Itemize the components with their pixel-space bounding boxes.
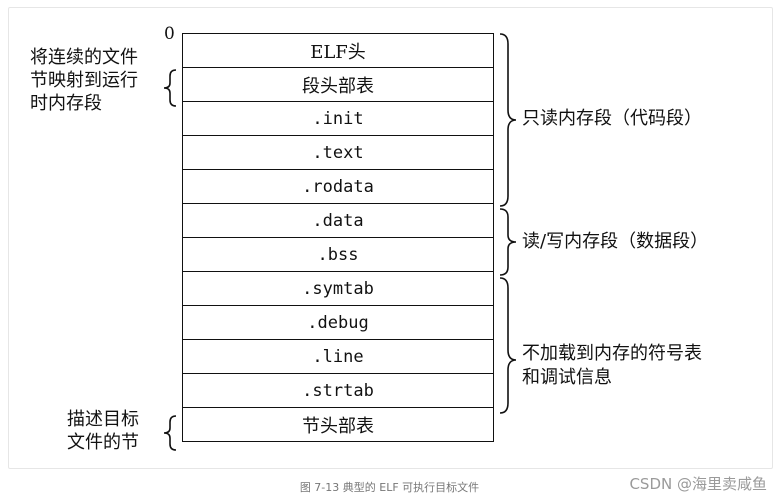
annotation-line: 节映射到运行 bbox=[30, 70, 138, 91]
section-line: .line bbox=[183, 340, 493, 374]
annotation-line: 和调试信息 bbox=[522, 367, 612, 388]
annotation-line: 时内存段 bbox=[30, 93, 102, 114]
right-brace-readonly bbox=[499, 33, 517, 207]
section-label: .strtab bbox=[302, 380, 374, 401]
section-label: 节头部表 bbox=[302, 415, 374, 437]
section-label: .data bbox=[312, 210, 364, 231]
section-strtab: .strtab bbox=[183, 374, 493, 408]
figure-caption: 图 7-13 典型的 ELF 可执行目标文件 bbox=[299, 481, 480, 494]
section-elf-header: ELF头 bbox=[183, 34, 493, 68]
csdn-watermark: CSDN @海里卖咸鱼 bbox=[629, 475, 767, 493]
section-debug: .debug bbox=[183, 306, 493, 340]
section-label: .bss bbox=[317, 244, 359, 265]
annotation-line: 文件的节 bbox=[67, 432, 139, 453]
section-program-header-table: 段头部表 bbox=[183, 68, 493, 102]
annotation-readwrite-segment: 读/写内存段（数据段） bbox=[522, 231, 709, 252]
left-brace-section-header bbox=[163, 415, 177, 451]
annotation-describe-sections: 描述目标 文件的节 bbox=[67, 408, 139, 454]
section-symtab: .symtab bbox=[183, 272, 493, 306]
section-data: .data bbox=[183, 204, 493, 238]
section-rodata: .rodata bbox=[183, 170, 493, 204]
section-init: .init bbox=[183, 102, 493, 136]
section-label: .text bbox=[312, 142, 364, 163]
section-label: ELF头 bbox=[310, 41, 366, 63]
section-label: .rodata bbox=[302, 176, 374, 197]
left-brace-program-header bbox=[163, 69, 177, 107]
annotation-mapped-segments: 将连续的文件 节映射到运行 时内存段 bbox=[30, 46, 138, 115]
section-label: 段头部表 bbox=[302, 75, 374, 97]
section-section-header-table: 节头部表 bbox=[183, 408, 493, 441]
offset-zero-label: 0 bbox=[164, 24, 175, 44]
elf-layout-table: ELF头 段头部表 .init .text .rodata .data .bss… bbox=[182, 33, 494, 442]
section-bss: .bss bbox=[183, 238, 493, 272]
annotation-line: 描述目标 bbox=[67, 409, 139, 430]
annotation-line: 不加载到内存的符号表 bbox=[522, 343, 702, 364]
section-text: .text bbox=[183, 136, 493, 170]
right-brace-readwrite bbox=[499, 208, 517, 276]
section-label: .symtab bbox=[302, 278, 374, 299]
section-label: .line bbox=[312, 346, 364, 367]
section-label: .init bbox=[312, 108, 364, 129]
section-label: .debug bbox=[307, 312, 369, 333]
annotation-line: 将连续的文件 bbox=[30, 47, 138, 68]
figure-frame bbox=[8, 7, 773, 469]
annotation-readonly-segment: 只读内存段（代码段） bbox=[522, 108, 702, 129]
right-brace-not-loaded bbox=[499, 277, 517, 414]
annotation-not-loaded: 不加载到内存的符号表 和调试信息 bbox=[522, 342, 702, 390]
